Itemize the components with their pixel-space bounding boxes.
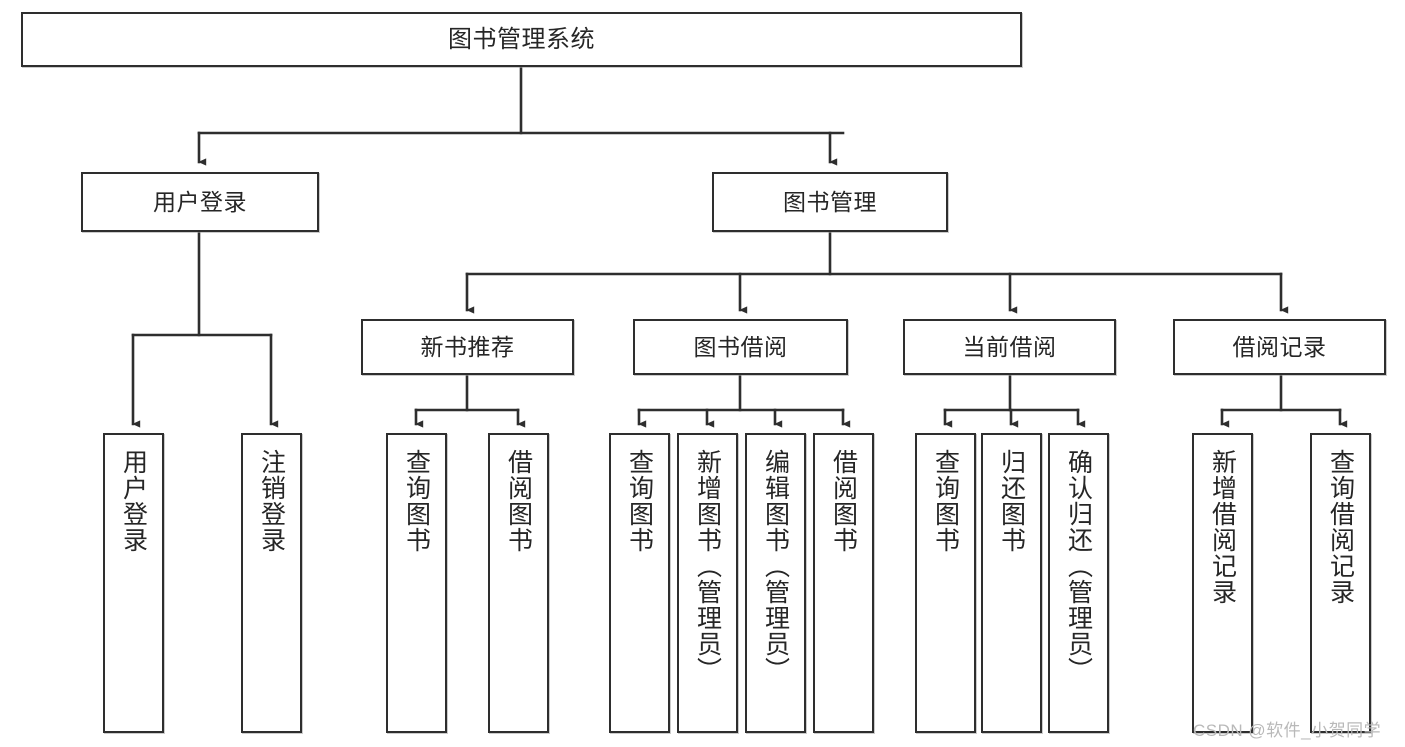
node-label: 确认归还（管理员） — [1064, 449, 1093, 683]
node-label: 查询图书 — [402, 449, 431, 553]
node-leaf-add-book[interactable]: 新增图书（管理员） — [677, 433, 738, 733]
node-leaf-query-book-1[interactable]: 查询图书 — [386, 433, 447, 733]
node-label: 图书借阅 — [693, 333, 788, 360]
node-label: 新增借阅记录 — [1208, 449, 1237, 605]
node-leaf-query-book-2[interactable]: 查询图书 — [609, 433, 670, 733]
node-leaf-return-book[interactable]: 归还图书 — [981, 433, 1042, 733]
node-book-borrow[interactable]: 图书借阅 — [633, 319, 848, 375]
node-label: 归还图书 — [997, 449, 1026, 553]
node-leaf-add-record[interactable]: 新增借阅记录 — [1192, 433, 1253, 733]
node-label: 新书推荐 — [420, 333, 515, 360]
node-new-book-recommend[interactable]: 新书推荐 — [361, 319, 574, 375]
node-label: 新增图书（管理员） — [693, 449, 722, 683]
node-label: 当前借阅 — [962, 333, 1057, 360]
node-leaf-edit-book[interactable]: 编辑图书（管理员） — [745, 433, 806, 733]
node-label: 编辑图书（管理员） — [761, 449, 790, 683]
node-label: 查询借阅记录 — [1326, 449, 1355, 605]
node-borrow-record[interactable]: 借阅记录 — [1173, 319, 1386, 375]
node-label: 图书管理 — [783, 188, 877, 215]
node-current-borrow[interactable]: 当前借阅 — [903, 319, 1116, 375]
node-label: 用户登录 — [119, 449, 148, 553]
node-label: 图书管理系统 — [448, 25, 595, 53]
watermark-credit: CSDN @软件_小贺同学 — [1193, 721, 1382, 740]
node-label: 查询图书 — [931, 449, 960, 553]
node-label: 借阅图书 — [829, 449, 858, 553]
node-user-login[interactable]: 用户登录 — [81, 172, 319, 232]
node-label: 查询图书 — [625, 449, 654, 553]
node-book-management[interactable]: 图书管理 — [712, 172, 948, 232]
node-leaf-confirm-return[interactable]: 确认归还（管理员） — [1048, 433, 1109, 733]
node-label: 借阅记录 — [1232, 333, 1327, 360]
node-leaf-borrow-book-1[interactable]: 借阅图书 — [488, 433, 549, 733]
node-root-system[interactable]: 图书管理系统 — [21, 12, 1022, 67]
node-leaf-query-book-3[interactable]: 查询图书 — [915, 433, 976, 733]
node-label: 借阅图书 — [504, 449, 533, 553]
node-leaf-query-record[interactable]: 查询借阅记录 — [1310, 433, 1371, 733]
node-label: 注销登录 — [257, 449, 286, 553]
node-leaf-borrow-book-2[interactable]: 借阅图书 — [813, 433, 874, 733]
node-leaf-user-login[interactable]: 用户登录 — [103, 433, 164, 733]
node-label: 用户登录 — [153, 188, 247, 215]
node-leaf-logout[interactable]: 注销登录 — [241, 433, 302, 733]
